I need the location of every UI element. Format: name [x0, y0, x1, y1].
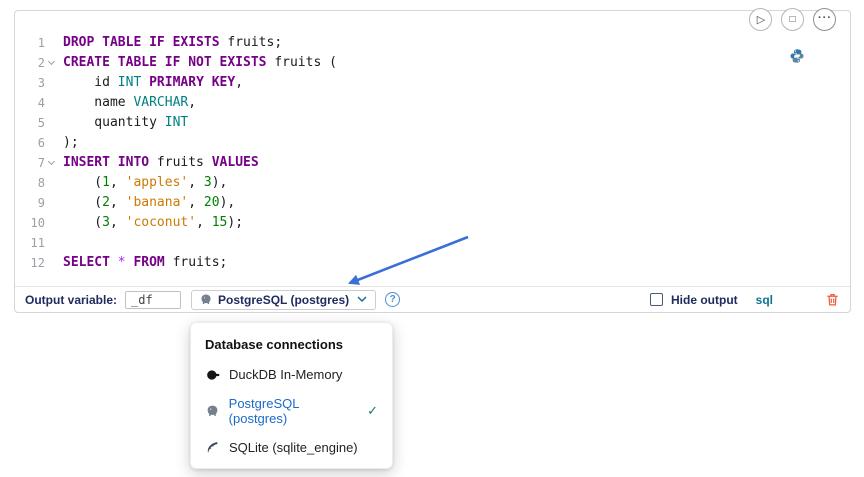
code-line[interactable]	[63, 233, 850, 253]
code-line[interactable]: name VARCHAR,	[63, 95, 197, 110]
fold-chevron-icon[interactable]	[47, 157, 55, 166]
python-icon	[789, 48, 805, 64]
postgresql-icon	[205, 404, 220, 418]
code-line[interactable]: );	[63, 135, 79, 150]
output-variable-input[interactable]	[125, 290, 182, 309]
connection-menu-item[interactable]: PostgreSQL (postgres) ✓	[191, 389, 392, 433]
connection-menu-item[interactable]: SQLite (sqlite_engine)	[191, 433, 392, 462]
code-area[interactable]: DROP TABLE IF EXISTS fruits; CREATE TABLE…	[57, 33, 850, 286]
line-number: 8	[37, 176, 45, 190]
line-number: 5	[37, 116, 45, 130]
code-line[interactable]: DROP TABLE IF EXISTS fruits;	[63, 35, 283, 50]
line-number: 7	[19, 153, 57, 173]
play-icon: ▷	[756, 14, 766, 26]
output-variable-label: Output variable:	[25, 292, 118, 307]
cell-run-controls: ▷ □ ···	[749, 8, 836, 31]
sqlite-icon	[205, 441, 220, 454]
connection-menu-item-label: PostgreSQL (postgres)	[228, 396, 299, 426]
toolbar-right-group: Hide output sql	[650, 292, 840, 307]
code-line[interactable]: (3, 'coconut', 15);	[63, 215, 244, 230]
fold-chevron-icon[interactable]	[47, 57, 55, 66]
line-number: 2	[19, 53, 57, 73]
connection-selector-label: PostgreSQL (postgres)	[218, 292, 350, 307]
hide-output-label: Hide output	[671, 292, 738, 307]
code-line[interactable]: id INT PRIMARY KEY,	[63, 75, 244, 90]
code-line[interactable]: CREATE TABLE IF NOT EXISTS fruits (	[63, 55, 337, 70]
code-line[interactable]: SELECT * FROM fruits;	[63, 255, 228, 270]
duckdb-icon	[205, 368, 220, 382]
line-number: 6	[37, 136, 45, 150]
stop-icon: □	[789, 14, 796, 25]
line-number: 12	[30, 256, 45, 270]
code-line[interactable]: (1, 'apples', 3),	[63, 175, 228, 190]
delete-cell-button[interactable]	[825, 292, 840, 307]
line-number: 1	[37, 36, 45, 50]
line-number: 9	[37, 196, 45, 210]
cell-language-label: sql	[755, 292, 773, 307]
code-line[interactable]: (2, 'banana', 20),	[63, 195, 236, 210]
ellipsis-icon: ···	[818, 12, 832, 24]
interrupt-button[interactable]: □	[781, 8, 804, 31]
run-button[interactable]: ▷	[749, 8, 772, 31]
connection-selector-button[interactable]: PostgreSQL (postgres)	[191, 289, 377, 310]
connection-menu-item-label: DuckDB In-Memory	[229, 367, 343, 382]
code-line[interactable]: quantity INT	[63, 115, 189, 130]
connection-menu-item-label: SQLite (sqlite_engine)	[229, 440, 358, 455]
postgresql-icon	[200, 293, 212, 306]
help-icon[interactable]: ?	[385, 292, 401, 307]
chevron-down-icon	[357, 296, 367, 303]
line-number: 10	[30, 216, 45, 230]
hide-output-checkbox[interactable]	[650, 293, 663, 306]
line-number: 3	[37, 76, 45, 90]
trash-icon	[827, 294, 838, 306]
line-number: 4	[37, 96, 45, 110]
cell-toolbar: Output variable: PostgreSQL (postgres) ?…	[15, 286, 850, 312]
code-line[interactable]: INSERT INTO fruits VALUES	[63, 155, 259, 170]
line-number: 11	[30, 236, 45, 250]
connection-menu-title: Database connections	[205, 337, 343, 352]
check-icon: ✓	[367, 403, 378, 418]
more-actions-button[interactable]: ···	[813, 8, 836, 31]
connection-menu-item[interactable]: DuckDB In-Memory	[191, 360, 392, 389]
